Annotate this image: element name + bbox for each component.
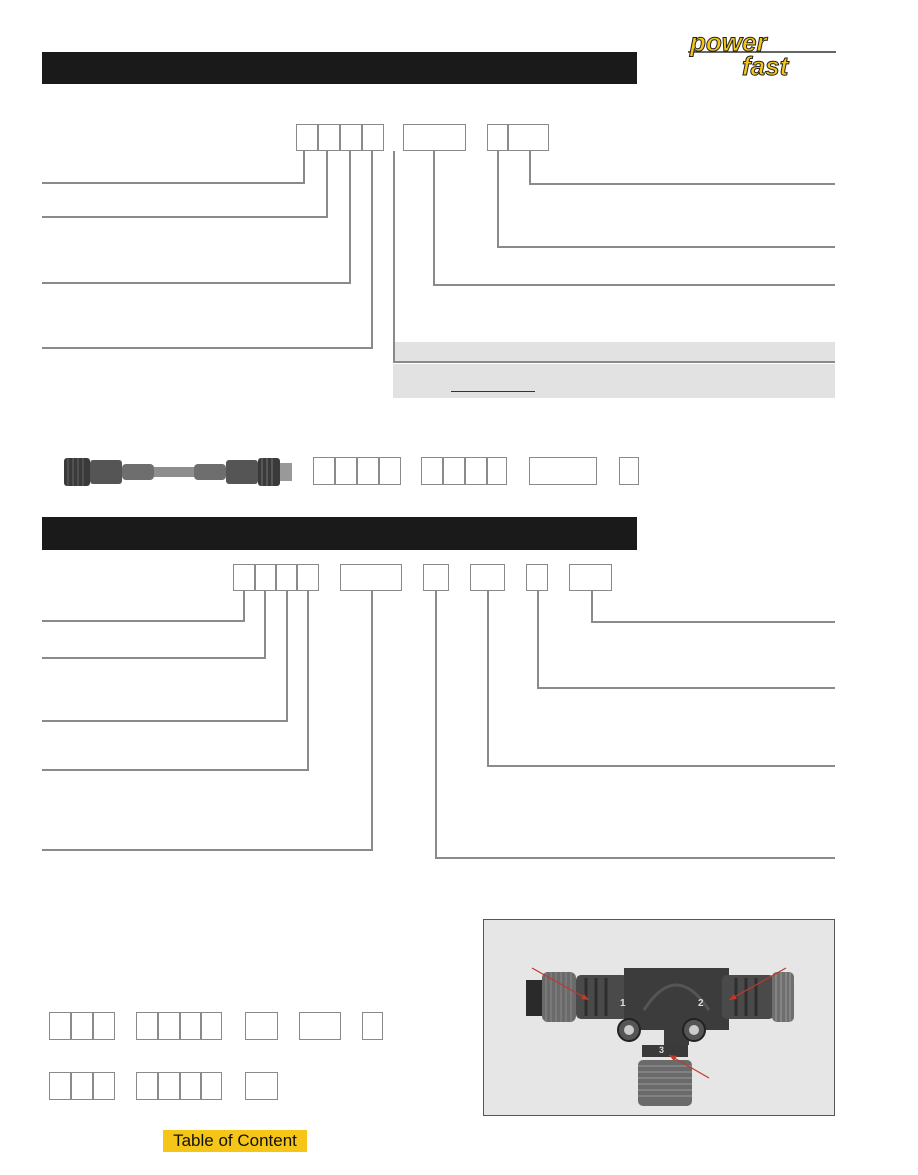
leader-1b-v <box>326 151 328 218</box>
section-2-header-bar <box>42 517 637 550</box>
leader-1d-v <box>371 151 373 349</box>
leader-2d-v <box>307 591 309 771</box>
leader-2d-h <box>42 769 309 771</box>
leader-1f-h <box>497 246 835 248</box>
ex2-box-10 <box>362 1012 383 1040</box>
leader-1e-h <box>529 183 835 185</box>
note-underline <box>451 391 535 392</box>
pn1-box-3 <box>340 124 362 151</box>
tee-connector-image: 1 2 3 <box>483 919 835 1116</box>
ex2-box-6 <box>180 1012 201 1040</box>
leader-2g-h <box>537 687 835 689</box>
note-band-1 <box>393 342 835 362</box>
leader-2f-h <box>591 621 835 623</box>
leader-1c-v <box>349 151 351 284</box>
logo-line1: power <box>689 30 768 57</box>
ex3-box-6 <box>180 1072 201 1100</box>
cordset-cable-image <box>64 452 294 492</box>
ex1-box-5 <box>421 457 443 485</box>
pn1-box-4 <box>362 124 384 151</box>
section-1-header-bar <box>42 52 637 84</box>
pn2-box-3 <box>276 564 297 591</box>
ex2-box-8 <box>245 1012 278 1040</box>
note-band-2 <box>393 364 835 398</box>
ex1-box-3 <box>357 457 379 485</box>
leader-1g-v <box>433 151 435 286</box>
pn2-box-9 <box>569 564 612 591</box>
leader-2b-h <box>42 657 266 659</box>
ex1-box-10 <box>619 457 639 485</box>
ex3-box-2 <box>71 1072 93 1100</box>
leader-2g-v <box>537 591 539 689</box>
pn1-box-7 <box>508 124 549 151</box>
leader-1h-v <box>393 151 395 363</box>
leader-2a-h <box>42 620 245 622</box>
ex3-box-8 <box>245 1072 278 1100</box>
ex1-box-6 <box>443 457 465 485</box>
pn2-box-2 <box>255 564 276 591</box>
ex2-box-7 <box>201 1012 222 1040</box>
table-of-content-button[interactable]: Table of Content <box>163 1130 307 1152</box>
leader-2e-v <box>371 591 373 851</box>
port-label-2: 2 <box>698 998 704 1009</box>
leader-2h-v <box>487 591 489 767</box>
ex2-box-4 <box>136 1012 158 1040</box>
ex3-box-5 <box>158 1072 180 1100</box>
ex1-box-8 <box>487 457 507 485</box>
leader-2e-h <box>42 849 373 851</box>
pn2-box-5 <box>340 564 402 591</box>
port-label-3: 3 <box>659 1045 664 1055</box>
leader-1f-v <box>497 151 499 248</box>
port-label-1: 1 <box>620 998 626 1009</box>
ex1-box-9 <box>529 457 597 485</box>
pn2-box-7 <box>470 564 505 591</box>
powerfast-logo: power fast <box>680 27 840 82</box>
pn1-box-1 <box>296 124 318 151</box>
ex1-box-1 <box>313 457 335 485</box>
leader-1b-h <box>42 216 328 218</box>
pn2-box-6 <box>423 564 449 591</box>
leader-2c-v <box>286 591 288 722</box>
logo-line2: fast <box>742 51 790 80</box>
leader-2a-v <box>243 591 245 622</box>
ex3-box-4 <box>136 1072 158 1100</box>
leader-1d-h <box>42 347 373 349</box>
leader-2h-h <box>487 765 835 767</box>
leader-1a-v <box>303 151 305 184</box>
ex2-box-1 <box>49 1012 71 1040</box>
ex3-box-3 <box>93 1072 115 1100</box>
ex2-box-3 <box>93 1012 115 1040</box>
leader-1g-h <box>433 284 835 286</box>
leader-1e-v <box>529 151 531 185</box>
ex3-box-1 <box>49 1072 71 1100</box>
pn1-box-2 <box>318 124 340 151</box>
leader-2b-v <box>264 591 266 659</box>
ex2-box-2 <box>71 1012 93 1040</box>
leader-2f-v <box>591 591 593 623</box>
pn1-box-6 <box>487 124 508 151</box>
pn2-box-1 <box>233 564 255 591</box>
ex2-box-5 <box>158 1012 180 1040</box>
pn2-box-4 <box>297 564 319 591</box>
ex1-box-4 <box>379 457 401 485</box>
leader-2i-h <box>435 857 835 859</box>
leader-1a-h <box>42 182 305 184</box>
ex2-box-9 <box>299 1012 341 1040</box>
ex1-box-7 <box>465 457 487 485</box>
ex3-box-7 <box>201 1072 222 1100</box>
ex1-box-2 <box>335 457 357 485</box>
leader-2i-v <box>435 591 437 859</box>
pn1-box-5 <box>403 124 466 151</box>
leader-2c-h <box>42 720 288 722</box>
pn2-box-8 <box>526 564 548 591</box>
leader-1c-h <box>42 282 351 284</box>
leader-1h-h <box>393 361 835 363</box>
